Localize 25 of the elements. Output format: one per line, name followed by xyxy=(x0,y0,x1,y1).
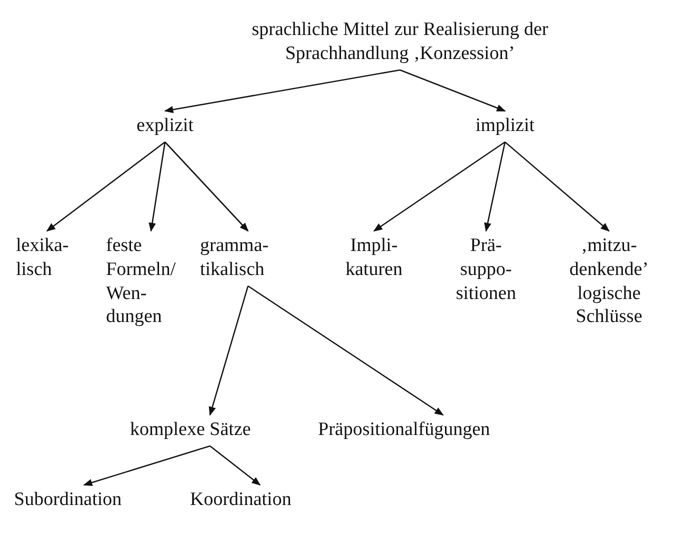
node-label: feste Formeln/ Wen- dungen xyxy=(106,234,177,329)
node-label: Subordination xyxy=(14,488,122,512)
arrow xyxy=(83,445,210,486)
arrow xyxy=(373,141,506,232)
arrow xyxy=(210,445,261,486)
node-label: lexika- lisch xyxy=(16,234,70,282)
node-label: Prä- suppo- sitionen xyxy=(454,234,518,306)
node-label: sprachliche Mittel zur Realisierung der Sprachhandlung ‚Konzession’ xyxy=(250,18,550,66)
node-label: ‚mitzu- denkende’ logische Schlüsse xyxy=(568,234,650,329)
node-label: Impli- katuren xyxy=(344,234,404,282)
arrow xyxy=(400,69,506,112)
node-label: Präpositionalfügungen xyxy=(318,418,490,442)
node-label: Koordination xyxy=(190,488,292,512)
arrow xyxy=(148,142,166,232)
arrow xyxy=(208,286,249,416)
arrow xyxy=(164,142,249,232)
node-label: gramma- tikalisch xyxy=(200,234,270,282)
node-label: explizit xyxy=(136,114,194,138)
node-label: komplexe Sätze xyxy=(130,418,251,442)
node-label: implizit xyxy=(475,114,535,138)
arrow xyxy=(46,141,166,232)
arrow xyxy=(504,142,610,232)
arrow xyxy=(484,142,506,232)
arrow xyxy=(248,285,444,416)
arrow xyxy=(164,69,400,114)
